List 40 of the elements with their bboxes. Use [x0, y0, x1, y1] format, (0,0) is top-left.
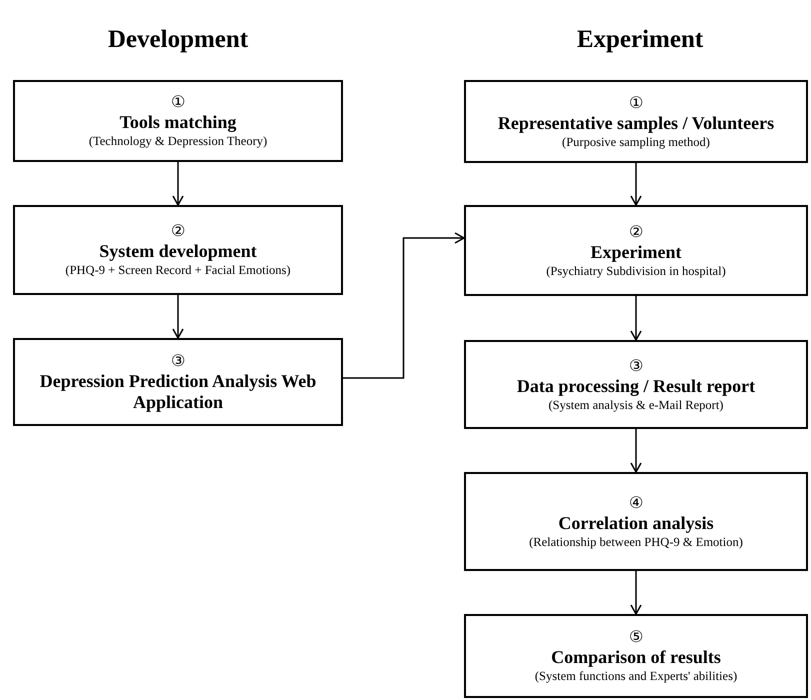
process-box	[464, 205, 808, 296]
process-box	[464, 614, 808, 698]
step-description: (Psychiatry Subdivision in hospital)	[546, 262, 726, 278]
step-title: Experiment	[590, 242, 682, 262]
process-box	[464, 80, 808, 163]
arrow	[630, 429, 642, 473]
step-title: Comparison of results	[551, 647, 721, 668]
arrow	[630, 163, 642, 206]
step-title: Depression Prediction Analysis Web Application	[38, 370, 318, 412]
step-description: (Technology & Depression Theory)	[88, 133, 268, 149]
arrow	[343, 232, 465, 379]
column-heading: Development	[106, 26, 250, 54]
step-title: Representative samples / Volunteers	[498, 112, 774, 134]
step-description: (Relationship between PHQ-9 & Emotion)	[529, 534, 743, 550]
step-title: Tools matching	[120, 112, 236, 133]
arrow	[630, 571, 642, 615]
step-number: ③	[629, 356, 643, 376]
step-number: ②	[629, 222, 643, 242]
process-box	[13, 338, 343, 426]
step-description: (System functions and Experts' abilities)	[534, 668, 738, 684]
step-title: System development	[99, 241, 257, 262]
process-box	[464, 340, 808, 429]
step-title: Data processing / Result report	[516, 376, 756, 396]
step-description: (Purposive sampling method)	[562, 134, 710, 150]
column-heading: Experiment	[576, 26, 704, 54]
process-box	[13, 205, 343, 295]
step-description: (System analysis & e-Mail Report)	[548, 396, 724, 412]
arrow	[630, 296, 642, 341]
step-number: ④	[629, 494, 643, 512]
step-description: (PHQ-9 + Screen Record + Facial Emotions)	[65, 262, 291, 278]
process-box	[13, 80, 343, 162]
step-number: ③	[171, 352, 185, 370]
arrow	[172, 295, 184, 339]
process-box	[464, 472, 808, 571]
step-title: Correlation analysis	[558, 512, 714, 534]
step-number: ⑤	[629, 628, 643, 647]
arrow	[172, 162, 184, 206]
step-number: ①	[171, 93, 185, 112]
step-number: ①	[629, 94, 643, 112]
step-number: ②	[171, 222, 185, 241]
